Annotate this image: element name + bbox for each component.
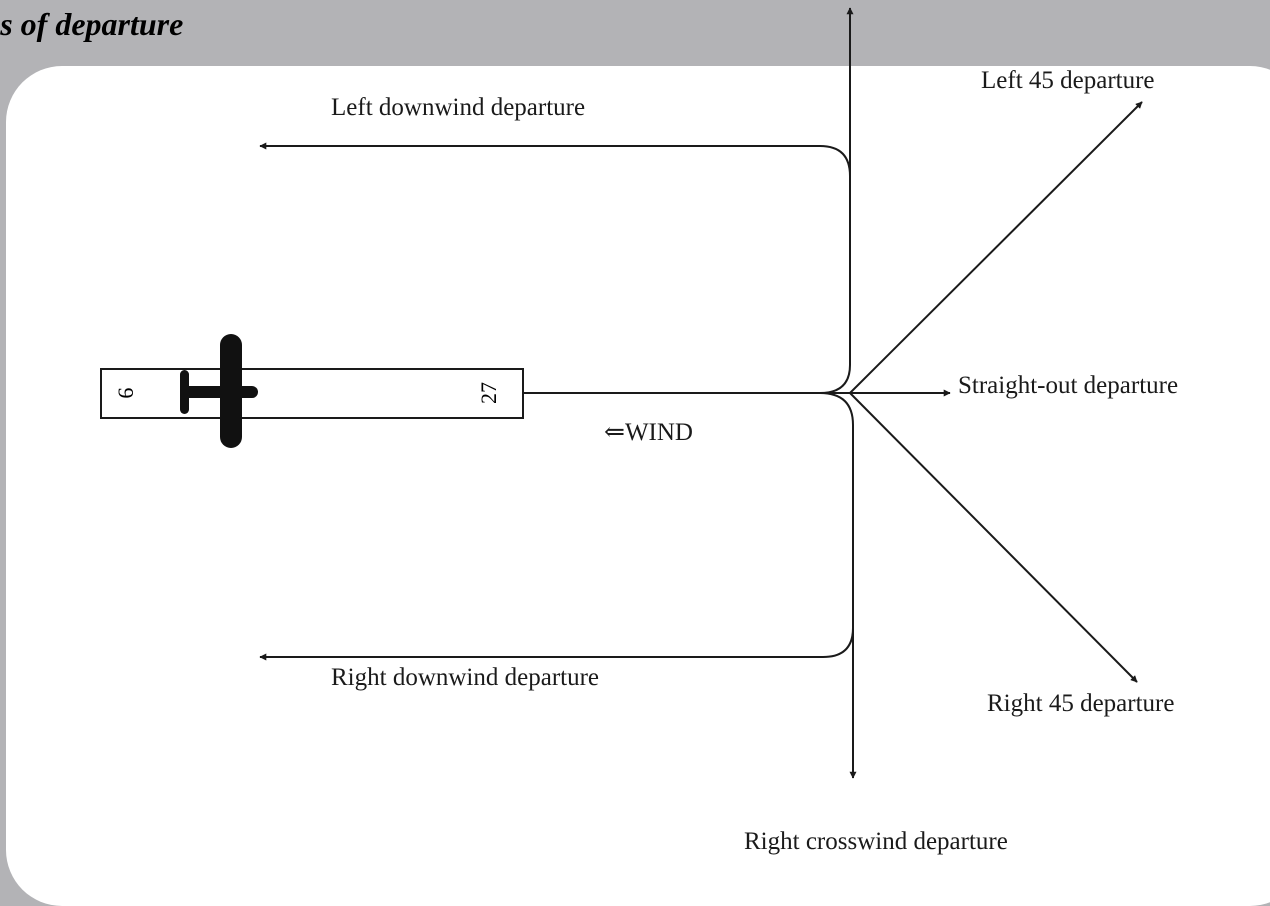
airplane-icon	[180, 334, 258, 448]
page-title: es of departure	[0, 6, 184, 42]
label-right-downwind: Right downwind departure	[331, 664, 600, 691]
label-right-crosswind: Right crosswind departure	[744, 828, 1008, 855]
left-45-path	[849, 101, 1143, 394]
runway	[100, 368, 524, 419]
runway-number-right: 27	[476, 382, 501, 404]
departure-diagram	[100, 7, 1143, 779]
label-right-45: Right 45 departure	[987, 690, 1175, 717]
runway-number-left: 9	[113, 387, 139, 399]
left-downwind-path	[259, 142, 851, 190]
right-crosswind-path	[819, 392, 857, 779]
diagram-panel	[6, 66, 1270, 906]
label-left-downwind: Left downwind departure	[331, 94, 586, 121]
wind-label: ⇐WIND	[604, 419, 693, 446]
right-45-path	[849, 392, 1138, 683]
label-straight-out: Straight-out departure	[958, 372, 1179, 399]
right-downwind-path	[259, 622, 854, 661]
left-crosswind-path	[819, 7, 854, 394]
label-left-45: Left 45 departure	[981, 67, 1155, 94]
